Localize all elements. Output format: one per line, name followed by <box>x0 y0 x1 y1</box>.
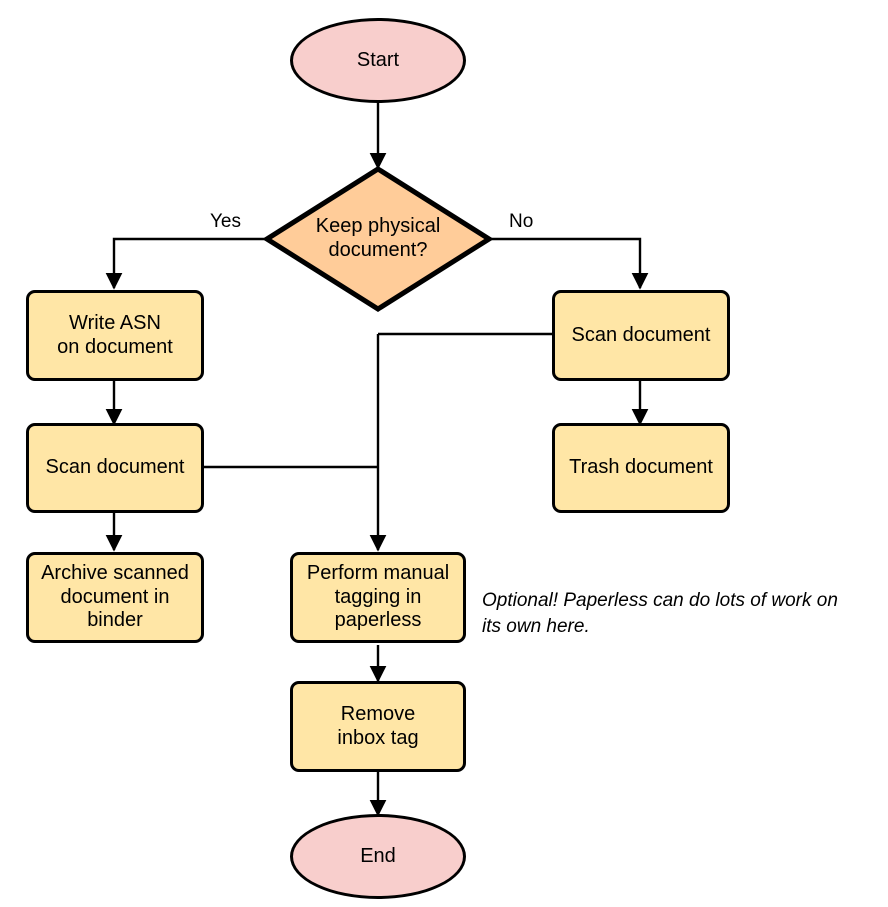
node-scan-document-right-label: Scan document <box>571 323 711 346</box>
edge-label-yes: Yes <box>210 211 241 232</box>
node-remove-inbox-tag-label: Remove inbox tag <box>337 702 419 749</box>
node-write-asn-label: Write ASN on document <box>57 311 173 358</box>
node-tagging-label: Perform manual tagging in paperless <box>306 562 450 632</box>
node-archive-scanned-document-in-binder[interactable]: Archive scanned document in binder <box>26 552 204 643</box>
node-end[interactable]: End <box>290 814 466 899</box>
node-scan-document-left[interactable]: Scan document <box>26 423 204 513</box>
diamond-shape <box>264 166 492 312</box>
node-trash-document[interactable]: Trash document <box>552 423 730 513</box>
node-start-label: Start <box>356 48 400 71</box>
node-perform-manual-tagging-in-paperless[interactable]: Perform manual tagging in paperless <box>290 552 466 643</box>
node-decision-label: Keep physical document? <box>315 215 441 261</box>
node-scan-document-left-label: Scan document <box>45 456 185 479</box>
node-scan-document-right[interactable]: Scan document <box>552 290 730 381</box>
edge-decision-yes-to-write-asn <box>105 237 266 290</box>
edge-decision-no-to-scan-right <box>490 237 649 290</box>
node-trash-document-label: Trash document <box>569 456 713 479</box>
node-write-asn-on-document[interactable]: Write ASN on document <box>26 290 204 381</box>
node-remove-inbox-tag[interactable]: Remove inbox tag <box>290 681 466 772</box>
annotation-optional-note: Optional! Paperless can do lots of work … <box>482 590 838 637</box>
node-start[interactable]: Start <box>290 18 466 103</box>
node-end-label: End <box>360 844 396 867</box>
node-decision-keep-physical-document[interactable]: Keep physical document? <box>264 166 492 312</box>
node-archive-label: Archive scanned document in binder <box>41 562 189 632</box>
edge-label-no: No <box>509 211 534 232</box>
